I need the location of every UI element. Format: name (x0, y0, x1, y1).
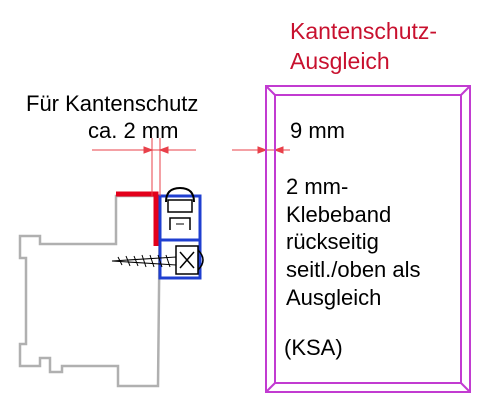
edge-protection-label-line2: ca. 2 mm (88, 118, 179, 143)
note-line-1: 2 mm- (286, 174, 349, 199)
gasket (165, 186, 195, 230)
edge-protection-label-line1: Für Kantenschutz (26, 91, 199, 116)
clip-profile (158, 194, 202, 280)
note-line-2: Klebeband (286, 202, 392, 227)
diagram-title-line2: Ausgleich (290, 48, 390, 74)
note-line-4: seitl./oben als (286, 257, 421, 282)
dimension-edge-protection (92, 138, 196, 196)
edge-protection-strip (116, 191, 159, 246)
note-line-3: rückseitig (286, 229, 379, 254)
frame-profile-outline (18, 194, 162, 388)
gap-dimension-label: 9 mm (290, 118, 345, 143)
screw-icon (111, 254, 177, 268)
product-code-label: (KSA) (284, 335, 343, 360)
dimension-gap (232, 142, 290, 160)
note-line-5: Ausgleich (286, 285, 382, 310)
diagram-title-line1: Kantenschutz- (290, 18, 438, 44)
glass-panel (265, 85, 471, 393)
